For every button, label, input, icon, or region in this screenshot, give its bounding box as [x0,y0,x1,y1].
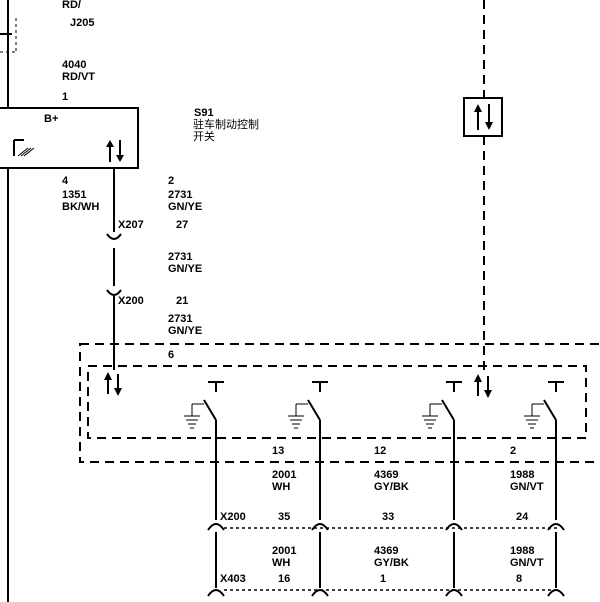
wire-1988-number-2: 1988 [510,545,534,557]
wire-2731-number-3: 2731 [168,313,192,325]
j205-label: J205 [70,17,94,29]
x403-connector-icons [207,589,565,597]
wire-4369-color-2: GY/BK [374,557,409,569]
wire-1988-color: GN/VT [510,481,544,493]
pin-4-label: 4 [62,175,69,187]
x200-bottom-pin-a: 35 [278,511,290,523]
switch-right-arrows-icon [474,374,492,398]
x403-pin-a: 16 [278,573,290,585]
pin-12-label: 12 [374,445,386,457]
x403-label: X403 [220,573,246,585]
wire-2731-number-2: 2731 [168,251,192,263]
switch-3-icon [422,381,462,520]
right-module-box [463,97,503,137]
x207-connector-icon [106,233,122,256]
switch-4-icon [524,381,564,520]
x200-top-pin-label: 21 [176,295,188,307]
wire-4040-number: 4040 [62,59,86,71]
x200-top-label: X200 [118,295,144,307]
x200-bottom-label: X200 [220,511,246,523]
wire-2731-color-3: GN/YE [168,325,202,337]
x403-pin-b: 1 [380,573,386,585]
wire-4040-color: RD/VT [62,71,95,83]
s91-name-line2: 开关 [193,129,215,143]
wire-2001-number: 2001 [272,469,296,481]
wire-4369-number: 4369 [374,469,398,481]
wire-4369-color: GY/BK [374,481,409,493]
bplus-label: B+ [44,113,58,125]
wire-2731-color-2: GN/YE [168,263,202,275]
ground-icon [13,139,35,157]
switch-2-icon [288,381,328,520]
x200-bottom-connector-icons [207,523,565,542]
switch-left-arrows-icon [104,372,122,396]
x403-pin-c: 8 [516,573,522,585]
wire-2001-color-2: WH [272,557,290,569]
x207-pin-label: 27 [176,219,188,231]
pin-2-label: 2 [168,175,174,187]
wire-2731-number-1: 2731 [168,189,192,201]
pin-1-label: 1 [62,91,68,103]
s91-label: S91 [194,107,214,119]
pin-6-label: 6 [168,349,174,361]
wire-2731-color-1: GN/YE [168,201,202,213]
switch-assembly-inner-box [87,365,587,439]
switch-assembly-outer-box [79,343,600,463]
module-box [0,107,139,169]
wire-1988-color-2: GN/VT [510,557,544,569]
x200-top-connector-icon [106,276,122,296]
pin-13-label: 13 [272,445,284,457]
wire-1351-color: BK/WH [62,201,99,213]
right-bidirectional-arrows-icon [474,104,493,130]
x200-bottom-pin-c: 24 [516,511,529,523]
rd-fragment-label: RD/ [62,0,81,11]
x200-bottom-pin-b: 33 [382,511,394,523]
wire-4369-number-2: 4369 [374,545,398,557]
s91-name-line1: 驻车制动控制 [193,117,259,131]
wire-1351-number: 1351 [62,189,86,201]
bidirectional-arrows-icon [106,140,124,162]
x207-label: X207 [118,219,144,231]
wire-2001-color: WH [272,481,290,493]
switch-1-icon [184,381,224,520]
pin-2-bottom-label: 2 [510,445,516,457]
wire-2001-number-2: 2001 [272,545,296,557]
wire-1988-number: 1988 [510,469,534,481]
